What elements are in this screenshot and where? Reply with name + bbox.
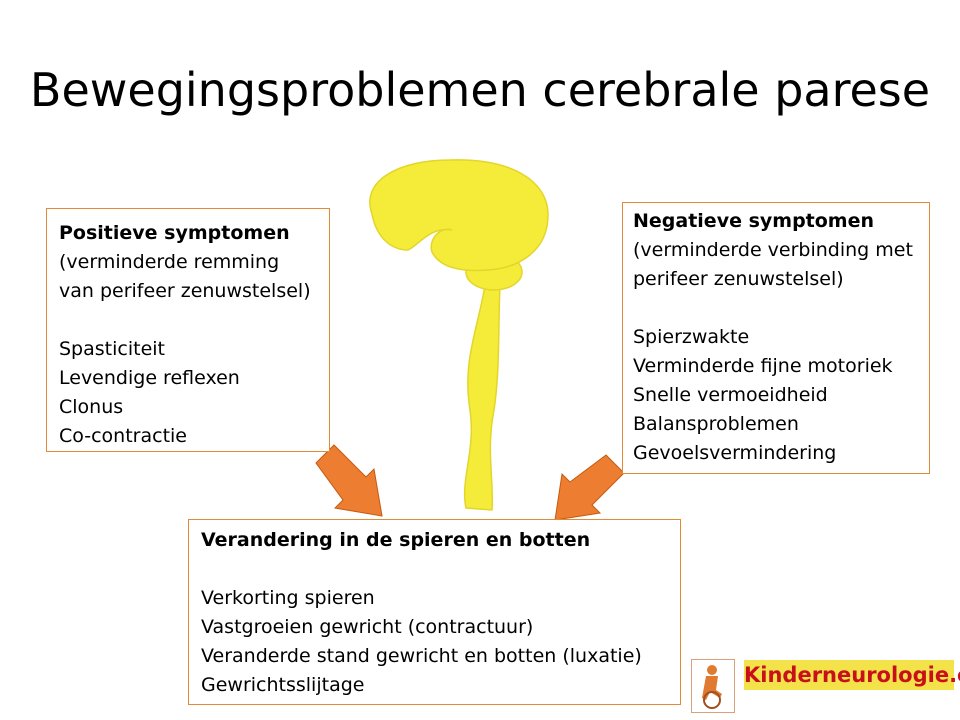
negative-item: Balansproblemen bbox=[633, 413, 799, 435]
positive-item: Spasticiteit bbox=[59, 338, 165, 360]
positive-item: Co-contractie bbox=[59, 425, 187, 447]
slide-title: Bewegingsproblemen cerebrale parese bbox=[29, 63, 931, 117]
change-item: Vastgroeien gewricht (contractuur) bbox=[201, 616, 534, 638]
negative-heading: Negatieve symptomen bbox=[633, 210, 875, 232]
negative-subtitle-line: perifeer zenuwstelsel) bbox=[633, 268, 844, 290]
positive-subtitle-line: van perifeer zenuwstelsel) bbox=[59, 280, 311, 302]
change-heading: Verandering in de spieren en botten bbox=[201, 529, 591, 551]
change-item: Verkorting spieren bbox=[201, 587, 375, 609]
arrow-left bbox=[315, 444, 383, 517]
positive-subtitle-line: (verminderde remming bbox=[59, 251, 280, 273]
negative-item: Verminderde fijne motoriek bbox=[633, 355, 893, 377]
negative-subtitle-line: (verminderde verbinding met bbox=[633, 239, 913, 261]
positive-item: Clonus bbox=[59, 396, 124, 418]
spinal-cord bbox=[463, 278, 501, 511]
negative-symptoms-box: Negatieve symptomen (verminderde verbind… bbox=[622, 202, 930, 474]
positive-symptoms-box: Positieve symptomen (verminderde remming… bbox=[46, 208, 330, 452]
change-item: Veranderde stand gewricht en botten (lux… bbox=[201, 645, 642, 667]
negative-item: Spierzwakte bbox=[633, 326, 750, 348]
muscle-bone-change-box: Verandering in de spieren en botten Verk… bbox=[188, 519, 681, 705]
positive-heading: Positieve symptomen bbox=[59, 222, 290, 244]
negative-item: Snelle vermoeidheid bbox=[633, 384, 828, 406]
negative-item: Gevoelsvermindering bbox=[633, 442, 837, 464]
site-logo[interactable]: Kinderneurologie.eu bbox=[744, 660, 960, 690]
positive-item: Levendige reflexen bbox=[59, 367, 240, 389]
change-item: Gewrichtsslijtage bbox=[201, 674, 365, 696]
arrow-right bbox=[554, 454, 625, 521]
wheelchair-logo-icon bbox=[691, 659, 735, 713]
cerebrum bbox=[369, 159, 549, 272]
